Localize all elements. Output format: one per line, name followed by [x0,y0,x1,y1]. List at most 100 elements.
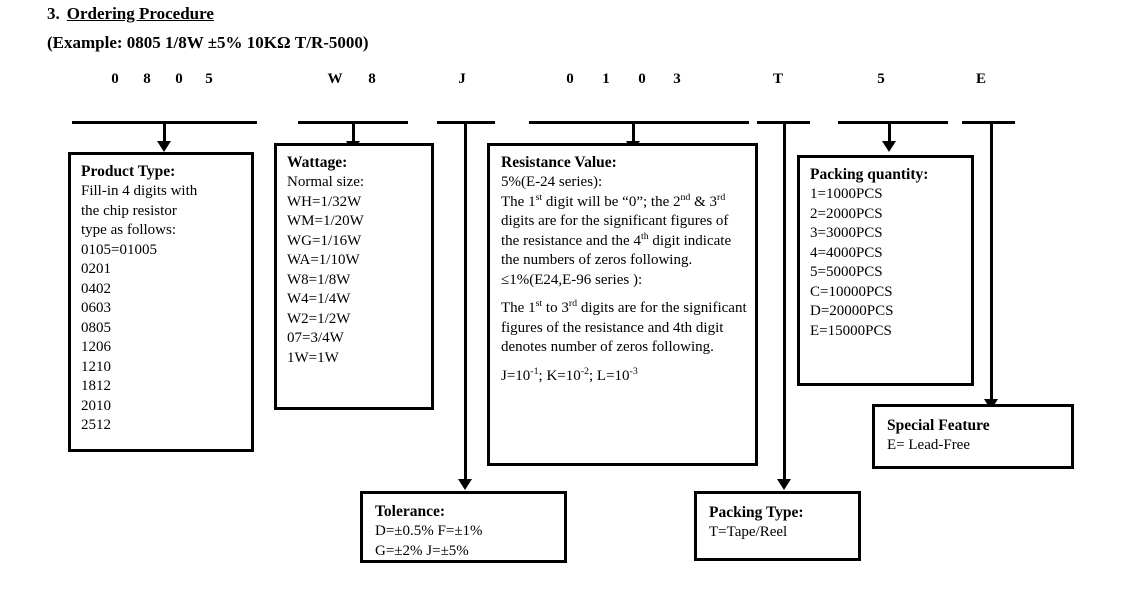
box-product-type: Product Type: Fill-in 4 digits with the … [68,152,254,452]
box-packing-quantity-line-0: 1=1000PCS [810,186,883,203]
multiplier-l-sup: -3 [629,365,638,377]
box-packing-quantity-line-1: 2=2000PCS [810,205,883,222]
box-resistance-multipliers: J=10-1; K=10-2; L=10-3 [501,365,747,387]
example-line: (Example: 0805 1/8W ±5% 10KΩ T/R-5000) [47,33,369,52]
box-packing-quantity-line-2: 3=3000PCS [810,225,883,242]
code-char-resistance-3: 0 [638,71,646,87]
code-char-resistance-1: 0 [566,71,574,87]
multiplier-l: ; L=10 [588,367,630,384]
code-char-special-feature-1: E [975,71,986,87]
arrow-product-type [157,141,171,152]
box-product-type-line-4: 0201 [81,261,111,278]
code-char-wattage-1: W [327,71,343,87]
section-title: Ordering Procedure [66,4,214,23]
box-wattage-line-8: 07=3/4W [287,330,344,347]
box-product-type-line-1: the chip resistor [81,202,177,219]
box-product-type-line-2: type as follows: [81,222,176,239]
arrow-tolerance [458,479,472,490]
box-special-feature: Special Feature E= Lead-Free [872,404,1074,469]
box-wattage-line-3: WG=1/16W [287,232,362,249]
box-tolerance-title: Tolerance: [375,503,446,520]
resistance-p1-a: The 1 [501,193,536,210]
box-special-feature-line-0: E= Lead-Free [887,437,970,454]
box-resistance-title: Resistance Value: [501,154,617,171]
group-rule-resistance [529,121,749,124]
box-product-type-line-10: 1812 [81,378,111,395]
group-rule-packing-quantity [838,121,948,124]
arrow-packing-quantity [882,141,896,152]
resistance-p1-c: & 3 [694,193,718,210]
box-resistance-paragraph-1: The 1st digit will be “0”; the 2nd & 3rd… [501,191,747,271]
box-product-type-line-3: 0105=01005 [81,241,157,258]
box-resistance-series5-label: 5%(E-24 series): [501,174,603,191]
box-wattage-line-7: W2=1/2W [287,310,351,327]
section-number: 3. [47,4,60,23]
box-resistance-paragraph-2: The 1st to 3rd digits are for the signif… [501,299,747,358]
connector-wattage [352,121,355,143]
box-wattage-title: Wattage: [287,154,348,171]
connector-product-type [163,121,166,143]
box-product-type-line-7: 0805 [81,319,111,336]
box-product-type-line-5: 0402 [81,280,111,297]
box-tolerance-line-0: D=±0.5% F=±1% [375,523,483,540]
code-char-product-type-1: 0 [111,71,119,87]
box-packing-quantity-line-5: C=10000PCS [810,283,893,300]
box-packing-type: Packing Type: T=Tape/Reel [694,491,861,561]
box-wattage-line-2: WM=1/20W [287,213,364,230]
resistance-p1-b-sup: nd [680,191,691,203]
code-char-packing-quantity-1: 5 [877,71,885,87]
box-tolerance: Tolerance: D=±0.5% F=±1% G=±2% J=±5% [360,491,567,563]
code-char-product-type-4: 5 [205,71,213,87]
resistance-p1-e: digit indicate the numbers of zeros foll… [501,232,732,269]
box-packing-quantity: Packing quantity: 1=1000PCS 2=2000PCS 3=… [797,155,974,386]
box-product-type-line-0: Fill-in 4 digits with [81,183,198,200]
box-product-type-line-11: 2010 [81,397,111,414]
connector-tolerance [464,121,467,481]
code-char-tolerance-1: J [458,71,466,87]
box-packing-quantity-title: Packing quantity: [810,166,929,183]
box-packing-quantity-line-6: D=20000PCS [810,303,894,320]
resistance-p1-c-sup: rd [717,191,726,203]
box-wattage-line-9: 1W=1W [287,349,339,366]
connector-resistance [632,121,635,143]
resistance-p2-b-sup: rd [568,298,578,310]
box-resistance-value: Resistance Value: 5%(E-24 series): The 1… [487,143,758,466]
box-product-type-line-8: 1206 [81,339,111,356]
box-resistance-series1-label: ≤1%(E24,E-96 series ): [501,271,643,288]
box-wattage-line-0: Normal size: [287,174,365,191]
multiplier-j-sup: -1 [530,365,539,377]
box-product-type-line-9: 1210 [81,358,111,375]
box-wattage-line-6: W4=1/4W [287,291,351,308]
box-product-type-line-6: 0603 [81,300,111,317]
resistance-p1-a-sup: st [535,191,543,203]
box-packing-quantity-line-3: 4=4000PCS [810,244,883,261]
multiplier-k-sup: -2 [580,365,589,377]
resistance-p1-d: digits are for the significant figures o… [501,213,729,249]
box-wattage-line-4: WA=1/10W [287,252,360,269]
connector-packing-type [783,121,786,481]
box-wattage-line-5: W8=1/8W [287,271,351,288]
resistance-p2-b: to 3 [542,300,569,317]
box-packing-type-line-0: T=Tape/Reel [709,524,788,541]
connector-special-feature [990,121,993,401]
box-packing-type-title: Packing Type: [709,504,804,521]
code-char-product-type-2: 8 [143,71,151,87]
code-char-resistance-4: 3 [673,71,681,87]
multiplier-j: J=10 [501,367,531,384]
code-char-wattage-2: 8 [368,71,376,87]
code-char-product-type-3: 0 [175,71,183,87]
resistance-p2-a: The 1 [501,300,536,317]
arrow-packing-type [777,479,791,490]
resistance-p1-b: digit will be “0”; the 2 [542,193,681,210]
resistance-p1-d-sup: th [640,230,649,242]
connector-packing-quantity [888,121,891,143]
box-wattage: Wattage: Normal size: WH=1/32W WM=1/20W … [274,143,434,410]
multiplier-k: ; K=10 [538,367,581,384]
box-wattage-line-1: WH=1/32W [287,193,362,210]
box-product-type-line-12: 2512 [81,417,111,434]
box-packing-quantity-line-4: 5=5000PCS [810,264,883,281]
code-char-packing-type-1: T [772,71,783,87]
box-product-type-title: Product Type: [81,163,176,180]
resistance-p2-c: digits are for the significant figures o… [501,300,747,356]
